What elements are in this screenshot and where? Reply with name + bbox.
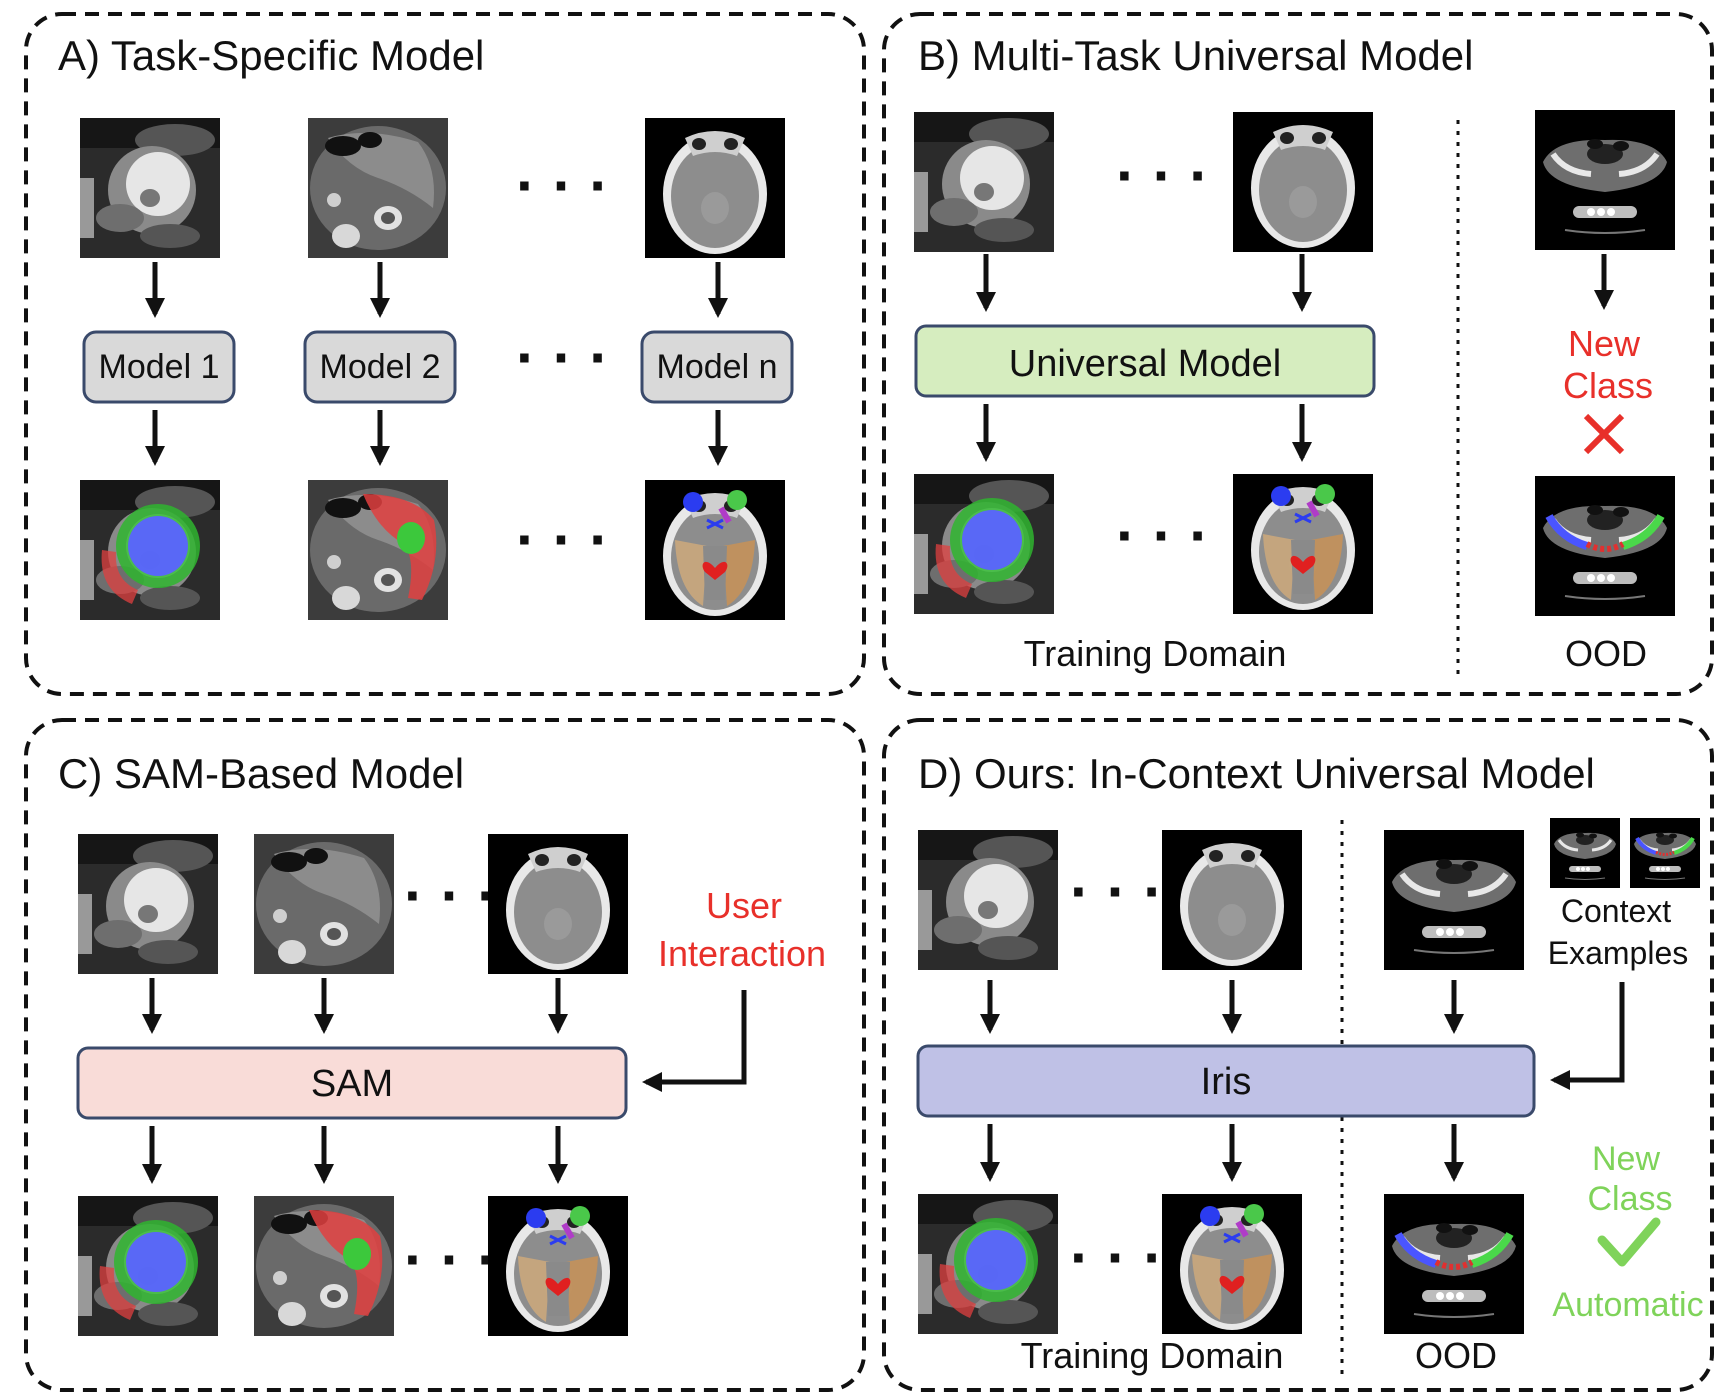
new-class-label-line2: Class	[1563, 365, 1653, 406]
cardiac-mri-image	[914, 112, 1054, 252]
universal-model-box	[914, 324, 1376, 398]
brain-ct-image	[645, 118, 785, 258]
panel-b-title: B) Multi-Task Universal Model	[918, 32, 1473, 79]
cardiac-mri-image	[918, 830, 1058, 970]
ellipsis: · · ·	[404, 862, 497, 929]
automatic-label: Automatic	[1552, 1286, 1703, 1324]
training-domain-label: Training Domain	[1021, 1335, 1284, 1376]
abdominal-segmentation-image	[308, 480, 448, 620]
context-arrow	[1550, 982, 1625, 1090]
ellipsis: · · ·	[516, 324, 609, 391]
ellipsis: · · ·	[1070, 858, 1163, 925]
model-1-label: Model 1	[99, 348, 220, 386]
panel-b: B) Multi-Task Universal Model · · · Univ…	[882, 12, 1714, 696]
panel-a-border	[24, 12, 866, 696]
cardiac-segmentation-image	[80, 480, 220, 620]
new-class-label-line2: Class	[1587, 1180, 1672, 1218]
cardiac-mri-image	[80, 118, 220, 258]
brain-segmentation-image	[645, 480, 785, 620]
cross-icon	[1583, 413, 1625, 455]
context-example-mask	[1630, 818, 1700, 888]
pelvic-ct-image	[1535, 110, 1675, 250]
context-examples-label-line1: Context	[1561, 893, 1671, 929]
ellipsis: · · ·	[516, 506, 609, 573]
training-domain-label: Training Domain	[1024, 633, 1287, 674]
iris-label: Iris	[1201, 1061, 1252, 1103]
pelvic-ct-image	[1384, 830, 1524, 970]
panel-d: D) Ours: In-Context Universal Model · · …	[882, 718, 1714, 1392]
panel-d-border	[882, 718, 1714, 1392]
context-example-image	[1550, 818, 1620, 888]
model-n-box	[640, 330, 794, 404]
brain-segmentation-image	[488, 1196, 628, 1336]
ood-label: OOD	[1415, 1335, 1497, 1376]
ellipsis: · · ·	[1116, 142, 1209, 209]
cardiac-segmentation-image	[78, 1196, 218, 1336]
brain-segmentation-image	[1233, 474, 1373, 614]
sam-box	[76, 1046, 628, 1120]
checkmark-icon	[1597, 1217, 1661, 1267]
abdominal-ct-image	[254, 834, 394, 974]
panel-a-title: A) Task-Specific Model	[58, 32, 484, 79]
abdominal-ct-image	[308, 118, 448, 258]
model-1-box	[82, 330, 236, 404]
ellipsis: · · ·	[1070, 1224, 1163, 1291]
user-interaction-label-line1: User	[706, 885, 782, 926]
panel-d-title: D) Ours: In-Context Universal Model	[918, 750, 1595, 797]
user-interaction-arrow	[642, 990, 747, 1092]
universal-model-label: Universal Model	[1009, 343, 1281, 385]
model-2-box	[303, 330, 457, 404]
panel-c: C) SAM-Based Model · · · User Interactio…	[24, 718, 866, 1392]
brain-ct-image	[488, 834, 628, 974]
ellipsis: · · ·	[1116, 502, 1209, 569]
brain-segmentation-image	[1162, 1194, 1302, 1334]
model-n-label: Model n	[657, 348, 778, 386]
cardiac-segmentation-image	[914, 474, 1054, 614]
ellipsis: · · ·	[404, 1226, 497, 1293]
ood-label: OOD	[1565, 633, 1647, 674]
user-interaction-label-line2: Interaction	[658, 933, 826, 974]
pelvic-segmentation-image	[1535, 476, 1675, 616]
pelvic-segmentation-image	[1384, 1194, 1524, 1334]
iris-box	[916, 1044, 1536, 1118]
model-2-label: Model 2	[320, 348, 441, 386]
panel-b-border	[882, 12, 1714, 696]
panel-a: A) Task-Specific Model · · · Model 1 Mod…	[24, 12, 866, 696]
ellipsis: · · ·	[516, 152, 609, 219]
cardiac-mri-image	[78, 834, 218, 974]
brain-ct-image	[1233, 112, 1373, 252]
new-class-label-line1: New	[1592, 1140, 1660, 1178]
panel-c-title: C) SAM-Based Model	[58, 750, 464, 797]
abdominal-segmentation-image	[254, 1196, 394, 1336]
context-examples-label-line2: Examples	[1548, 935, 1689, 971]
brain-ct-image	[1162, 830, 1302, 970]
cardiac-segmentation-image	[918, 1194, 1058, 1334]
new-class-label-line1: New	[1568, 323, 1641, 364]
sam-label: SAM	[311, 1063, 393, 1105]
